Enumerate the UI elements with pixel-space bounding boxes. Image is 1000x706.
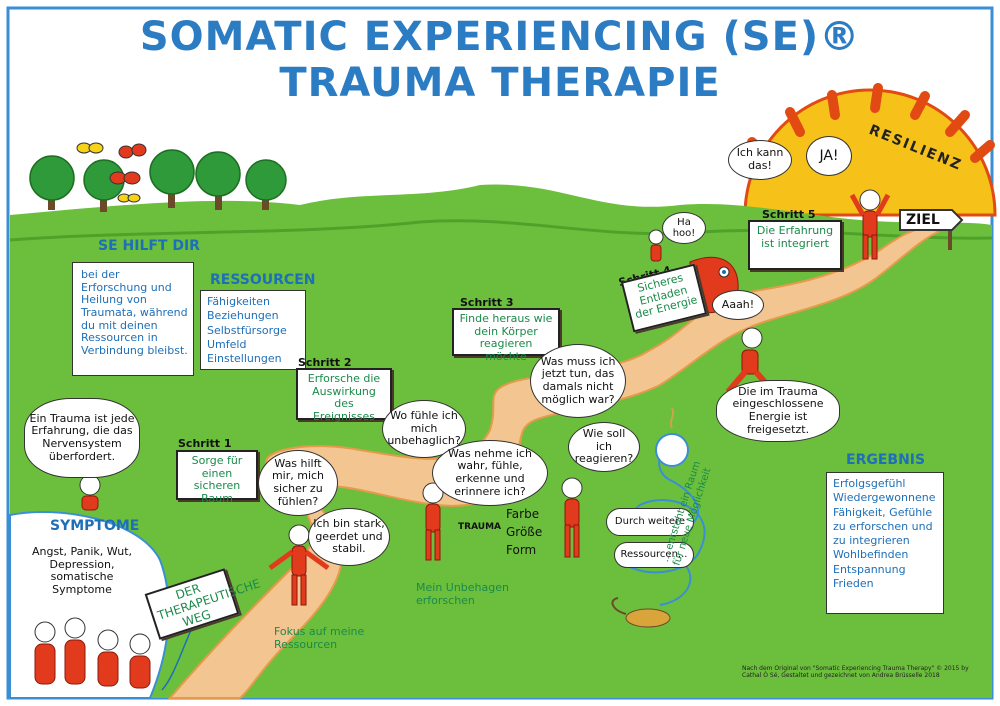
ergebnis-scroll: Erfolgsgefühl Wiedergewonnene Fähigkeit,… <box>826 472 944 614</box>
step-1-sign: Sorge für einen sicheren Raum <box>176 450 258 505</box>
trauma-prop: Form <box>506 543 537 557</box>
ressourcen-item: Fähigkeiten <box>207 295 270 308</box>
step-5-label: Schritt 5 <box>762 208 816 221</box>
ressourcen-item: Einstellungen <box>207 352 282 366</box>
was-muss-bubble: Was muss ich jetzt tun, das damals nicht… <box>530 344 626 418</box>
ressourcen-list: Fähigkeiten Beziehungen Selbstfürsorge U… <box>207 295 287 366</box>
ergebnis-item: Wohlbefinden <box>833 548 909 562</box>
ergebnis-item: Frieden <box>833 577 874 591</box>
spiral-label-2: Ressourcen... <box>614 542 694 568</box>
step-2-sign: Erforsche die Auswirkung des Ereignisses <box>296 368 392 423</box>
symptome-heading: SYMPTOME <box>50 518 140 534</box>
trees-icon <box>29 149 287 212</box>
step-3-sign: Finde heraus wie dein Körper reagieren m… <box>452 308 560 363</box>
wie-soll-bubble: Wie soll ich reagieren? <box>568 422 640 472</box>
ergebnis-item: Entspannung <box>833 562 906 576</box>
ja-bubble: JA! <box>806 136 852 176</box>
ziel-sign <box>899 209 964 250</box>
ziel-label: ZIEL <box>906 212 940 228</box>
was-nehme-bubble: Was nehme ich wahr, fühle, erkenne und e… <box>432 440 548 506</box>
ich-bin-bubble: Ich bin stark, geerdet und stabil. <box>308 508 390 566</box>
ich-kann-bubble: Ich kann das! <box>728 140 792 180</box>
page-title: SOMATIC EXPERIENCING (SE)® TRAUMA THERAP… <box>139 14 861 106</box>
unbehagen-note: Mein Unbehagen erforschen <box>416 581 509 607</box>
ergebnis-list: Erfolgsgefühl Wiedergewonnene Fähigkeit,… <box>833 477 939 591</box>
trauma-prop: Farbe <box>506 507 540 521</box>
ressourcen-heading: RESSOURCEN <box>210 272 316 288</box>
ergebnis-item: Wiedergewonnene Fähigkeit, Gefühle zu er… <box>833 491 936 548</box>
spiral-label-1: Durch weitere <box>606 508 694 536</box>
fokus-note: Fokus auf meine Ressourcen <box>274 625 365 651</box>
ressourcen-scroll: Fähigkeiten Beziehungen Selbstfürsorge U… <box>200 290 306 370</box>
person-figure <box>34 189 891 689</box>
symptome-text: Angst, Panik, Wut, Depression, somatisch… <box>31 545 133 596</box>
se-hilft-text: bei der Erforschung und Heilung von Trau… <box>81 268 188 357</box>
ha-hoo-bubble: Ha hoo! <box>662 212 706 244</box>
butterfly-icon <box>76 142 147 203</box>
ressourcen-item: Beziehungen <box>207 309 279 323</box>
ressourcen-item: Selbstfürsorge <box>207 323 287 337</box>
step-5-sign: Die Erfahrung ist integriert <box>748 220 842 270</box>
wo-fuehle-bubble: Wo fühle ich mich unbehaglich? <box>382 400 466 458</box>
credits-text: Nach dem Original von "Somatic Experienc… <box>742 665 969 679</box>
step-1-label: Schritt 1 <box>178 437 232 450</box>
trauma-prop: Größe <box>506 525 543 539</box>
ressourcen-item: Umfeld <box>207 337 247 351</box>
trauma-label: TRAUMA <box>458 522 501 532</box>
se-hilft-heading: SE HILFT DIR <box>98 238 200 254</box>
step-3-label: Schritt 3 <box>460 296 514 309</box>
step-2-label: Schritt 2 <box>298 356 352 369</box>
was-hilft-bubble: Was hilft mir, mich sicher zu fühlen? <box>258 450 338 516</box>
ergebnis-heading: ERGEBNIS <box>846 452 926 468</box>
lamp-icon <box>611 597 671 628</box>
ergebnis-item: Erfolgsgefühl <box>833 477 906 490</box>
energie-bubble: Die im Trauma eingeschlossene Energie is… <box>716 380 840 442</box>
se-hilft-scroll: bei der Erforschung und Heilung von Trau… <box>72 262 194 376</box>
trauma-definition-bubble: Ein Trauma ist jede Erfahrung, die das N… <box>24 398 140 478</box>
aaah-bubble: Aaah! <box>712 290 764 320</box>
